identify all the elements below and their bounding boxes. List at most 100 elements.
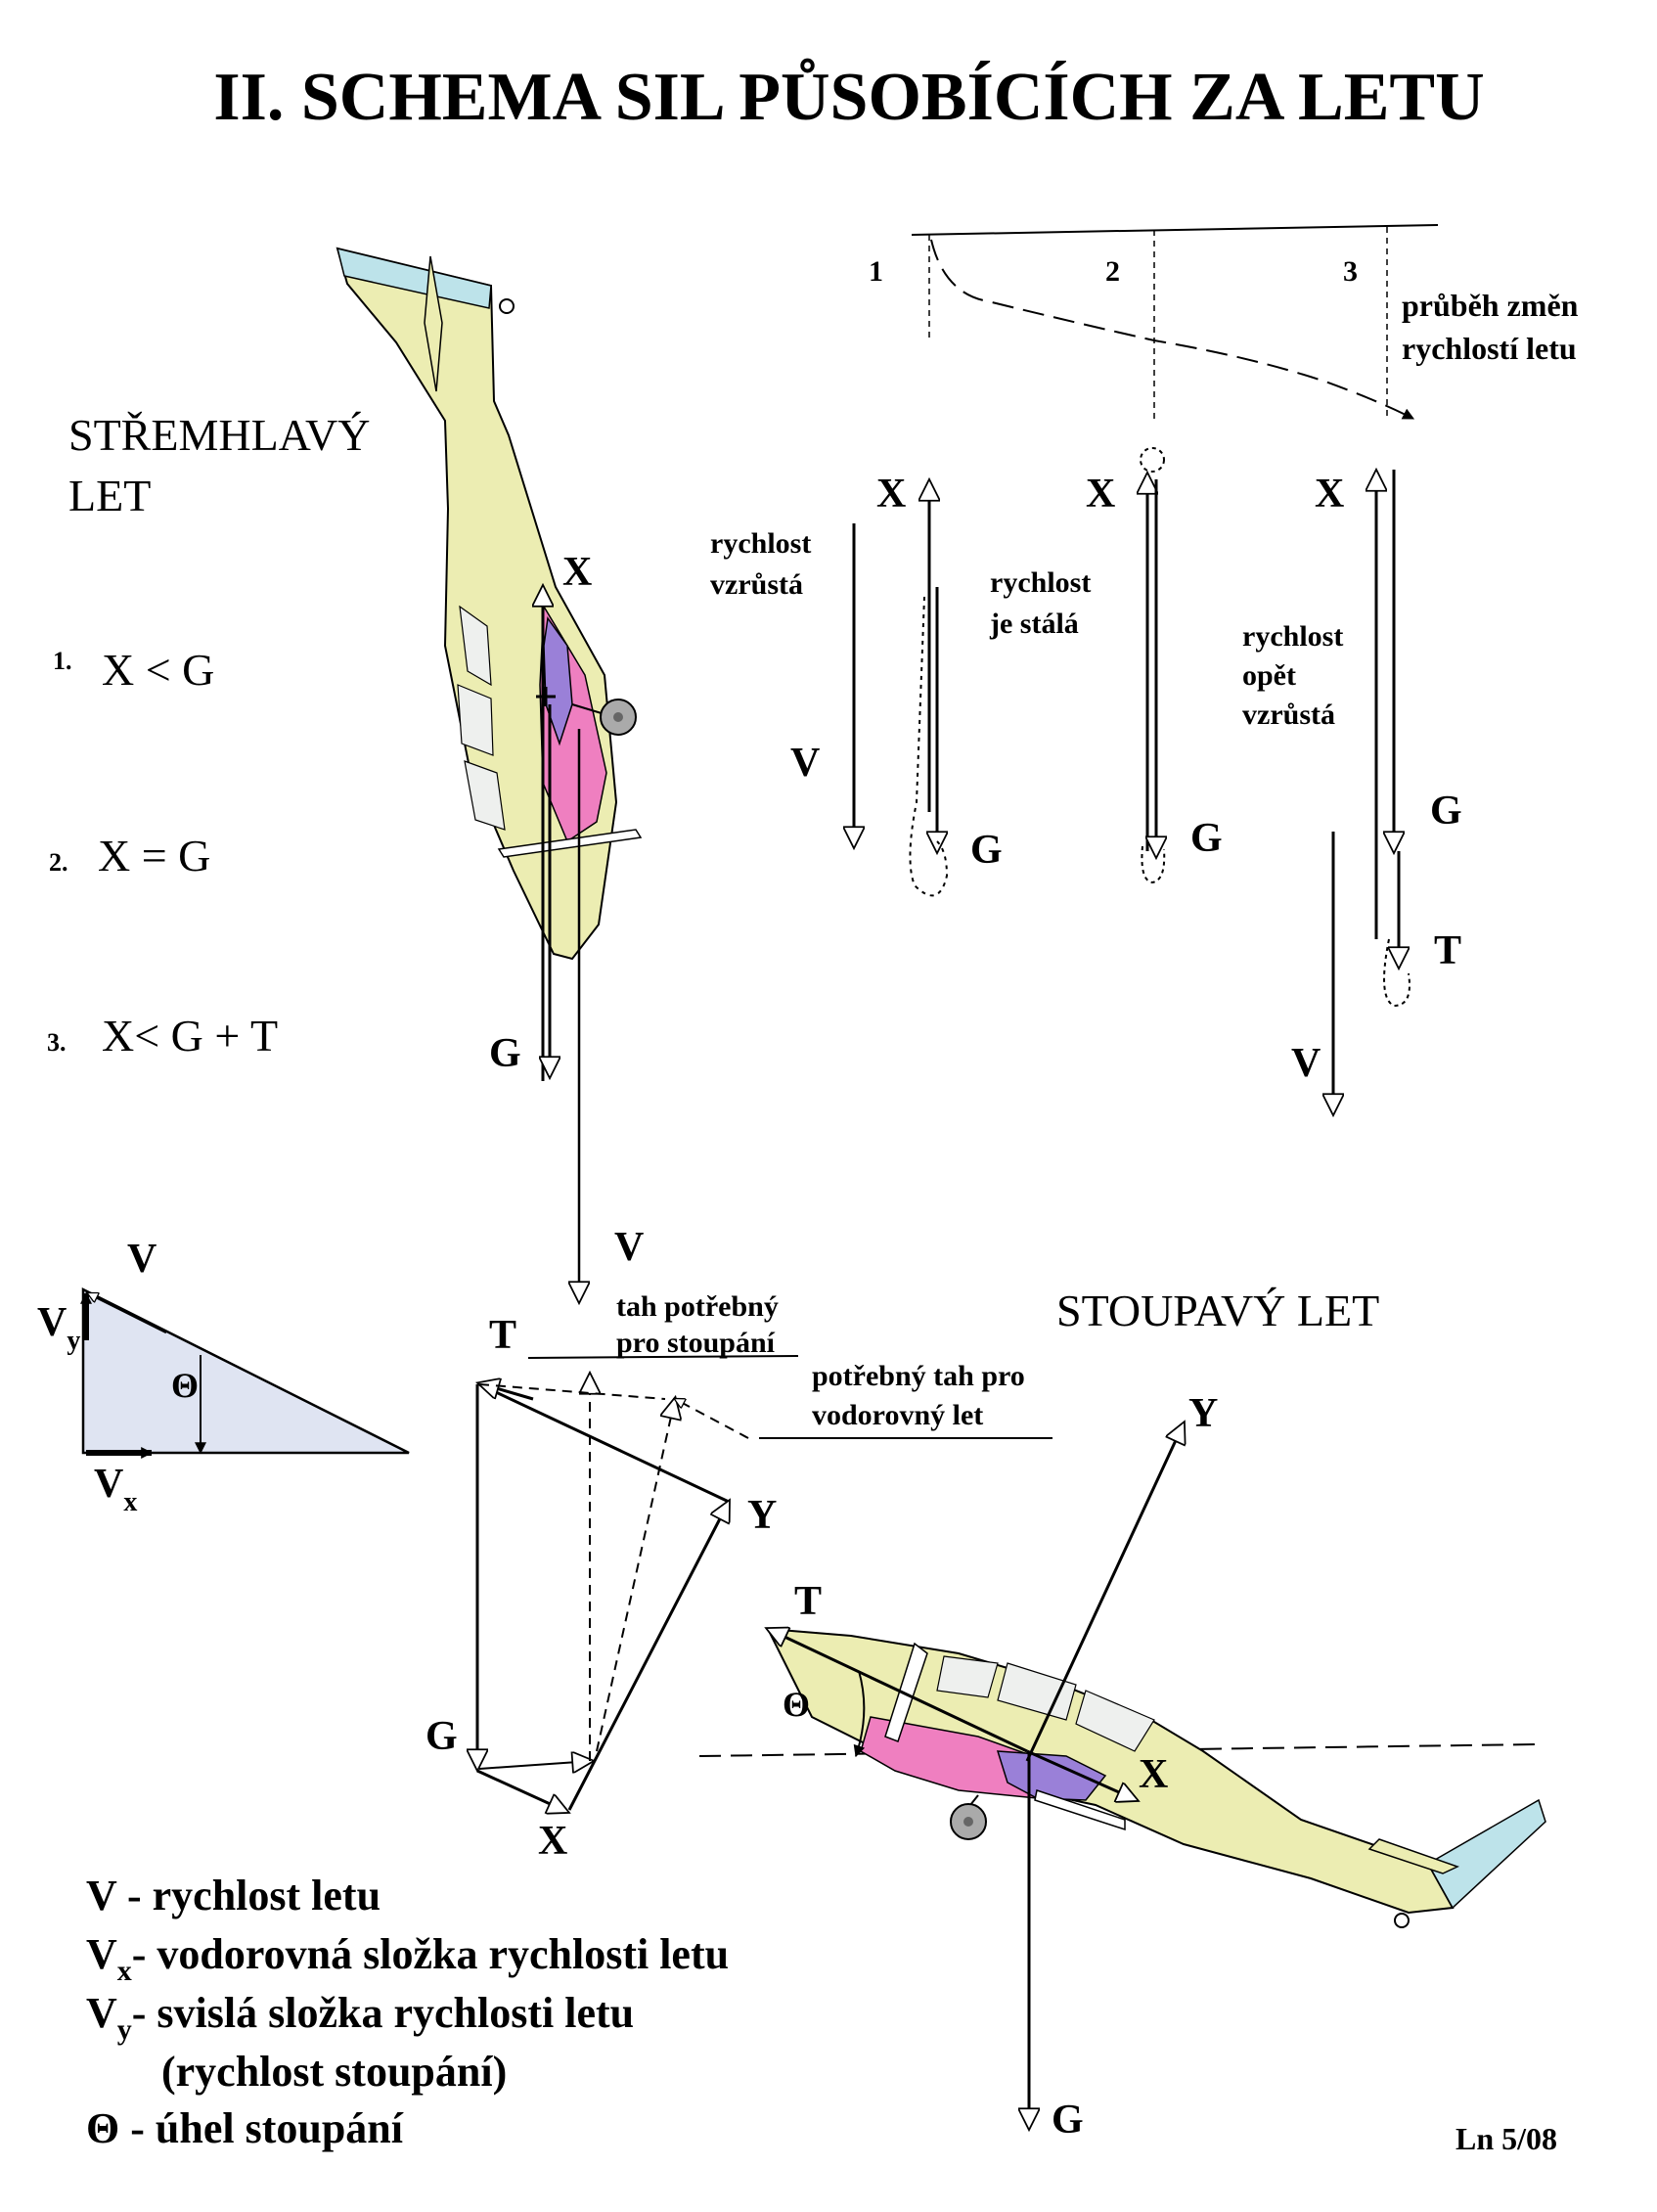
legend-item-4: (rychlost stoupání) <box>161 2048 507 2096</box>
phase2-top-dotted <box>1140 447 1165 473</box>
climb-thrust-arrow <box>768 1629 1028 1753</box>
climb-label-x: X <box>1139 1752 1168 1797</box>
polygon-lift-vector <box>478 1382 730 1504</box>
phase3-label-v: V <box>1291 1041 1321 1086</box>
v-hypotenuse-arrow <box>88 1293 167 1334</box>
climb-elevator <box>1367 1838 1459 1874</box>
climb-label-y: Y <box>1188 1391 1218 1436</box>
speed-curve <box>930 239 1415 420</box>
climb-propeller <box>884 1642 928 1742</box>
phase3-label-t: T <box>1434 928 1461 973</box>
polygon-dashed-top <box>478 1383 666 1400</box>
condition-2-text: X = G <box>98 831 210 880</box>
dive-label-x: X <box>562 550 592 595</box>
legend-item-5: Θ - úhel stoupání <box>86 2104 404 2152</box>
phase1-g-dotted <box>909 596 949 897</box>
dive-window-1 <box>459 605 492 687</box>
phase1-label-v: V <box>790 741 820 786</box>
climb-thrust-leader <box>527 1355 799 1359</box>
condition-1-number: 1. <box>53 647 72 675</box>
climb-theta-arc <box>853 1670 866 1758</box>
polygon-lift-arrow <box>567 1502 729 1811</box>
curve-label-line1: průběh změn <box>1402 288 1579 323</box>
dive-wheel-hub <box>613 712 623 722</box>
condition-2-number: 2. <box>49 848 68 877</box>
climb-tail-fin <box>1426 1798 1546 1910</box>
dive-label-v: V <box>614 1225 644 1270</box>
dive-tail-fin <box>336 247 492 309</box>
polygon-label-x: X <box>538 1819 567 1864</box>
climb-fuselage <box>766 1627 1455 1915</box>
force-polygon: T Y G X tah potřebný pro stoupání potřeb… <box>425 1290 1052 1864</box>
climb-wheel-hub <box>963 1817 973 1827</box>
phase3-bottom-dotted <box>1383 938 1411 1008</box>
phase2-label-g: G <box>1190 816 1223 861</box>
level-thrust-text-line1: potřebný tah pro <box>812 1360 1025 1392</box>
climb-prop-hub <box>996 1750 1107 1801</box>
polygon-drag-arrow <box>476 1769 567 1812</box>
phase1-label-x: X <box>876 472 906 517</box>
condition-1-text: X < G <box>102 645 214 695</box>
dive-cg-mark <box>536 687 556 706</box>
triangle-label-v: V <box>127 1237 157 1282</box>
phase1-text-line2: vzrůstá <box>710 568 803 601</box>
climb-thrust-text-line1: tah potřebný <box>616 1290 779 1323</box>
climb-window-1 <box>936 1655 999 1698</box>
stage-number-2: 2 <box>1105 255 1120 288</box>
polygon-dashed-horizontal <box>478 1761 592 1769</box>
phase2-bottom-dotted <box>1141 845 1166 884</box>
speed-phases: 1 2 3 průběh změn rychlostí letu rychlos… <box>710 224 1579 1113</box>
triangle-label-vx: Vx <box>94 1462 137 1517</box>
dive-heading-line2: LET <box>68 471 151 520</box>
velocity-triangle: V Vy Vx Θ <box>37 1237 410 1517</box>
stage-number-1: 1 <box>869 255 883 288</box>
climb-wing <box>1034 1789 1126 1831</box>
dive-elevator <box>424 255 443 392</box>
legend-item-3: Vy- svislá složka rychlosti letu <box>86 1989 634 2046</box>
dive-section: STŘEMHLAVÝ LET 1. X < G 2. X = G 3. X< G… <box>47 247 644 1301</box>
triangle-label-vy: Vy <box>37 1300 80 1356</box>
polygon-dashed-lift <box>596 1399 675 1752</box>
polygon-dashed-thrust <box>675 1399 749 1439</box>
phase-baseline <box>911 224 1439 236</box>
climbing-airplane <box>766 1627 1546 1928</box>
climb-heading: STOUPAVÝ LET <box>1056 1286 1379 1335</box>
climb-tail-wheel <box>1394 1913 1410 1928</box>
polygon-label-t: T <box>489 1313 516 1358</box>
legend-item-2: Vx- vodorovná složka rychlosti letu <box>86 1930 729 1987</box>
phase2-label-x: X <box>1086 472 1115 517</box>
phase3-text-line2: opět <box>1242 659 1296 692</box>
stage-number-3: 3 <box>1343 255 1358 288</box>
polygon-label-y: Y <box>747 1493 777 1538</box>
phase2-text-line2: je stálá <box>989 608 1079 640</box>
diving-airplane <box>336 247 643 961</box>
dive-heading-line1: STŘEMHLAVÝ <box>68 410 370 460</box>
phase3-text-line3: vzrůstá <box>1242 699 1335 731</box>
level-thrust-text-line2: vodorovný let <box>812 1399 983 1431</box>
phase3-label-x: X <box>1315 472 1344 517</box>
footer-code: Ln 5/08 <box>1455 2121 1557 2156</box>
condition-3-text: X< G + T <box>102 1011 278 1061</box>
dive-label-g: G <box>489 1031 521 1076</box>
dive-wing <box>497 829 643 858</box>
phase1-label-g: G <box>970 828 1003 873</box>
condition-3-number: 3. <box>47 1028 67 1057</box>
dive-window-2 <box>457 684 494 756</box>
phase3-label-g: G <box>1430 789 1462 834</box>
climb-label-theta: Θ <box>783 1685 810 1724</box>
page-title: II. SCHEMA SIL PŮSOBÍCÍCH ZA LETU <box>213 59 1484 135</box>
climb-label-t: T <box>794 1579 822 1624</box>
dive-fuselage <box>336 247 618 961</box>
curve-label-line2: rychlostí letu <box>1402 331 1577 366</box>
climb-window-2 <box>997 1662 1077 1721</box>
velocity-triangle-shape <box>81 1287 410 1455</box>
climb-window-3 <box>1075 1690 1155 1752</box>
phase1-text-line1: rychlost <box>710 527 811 560</box>
triangle-label-theta: Θ <box>171 1366 199 1405</box>
climb-section: STOUPAVÝ LET Y T Θ X G <box>698 1286 1546 2143</box>
climb-label-g: G <box>1052 2098 1084 2143</box>
climb-thrust-text-line2: pro stoupání <box>616 1327 776 1359</box>
climb-lift-arrow <box>1025 1423 1184 1762</box>
phase3-text-line1: rychlost <box>1242 620 1343 653</box>
